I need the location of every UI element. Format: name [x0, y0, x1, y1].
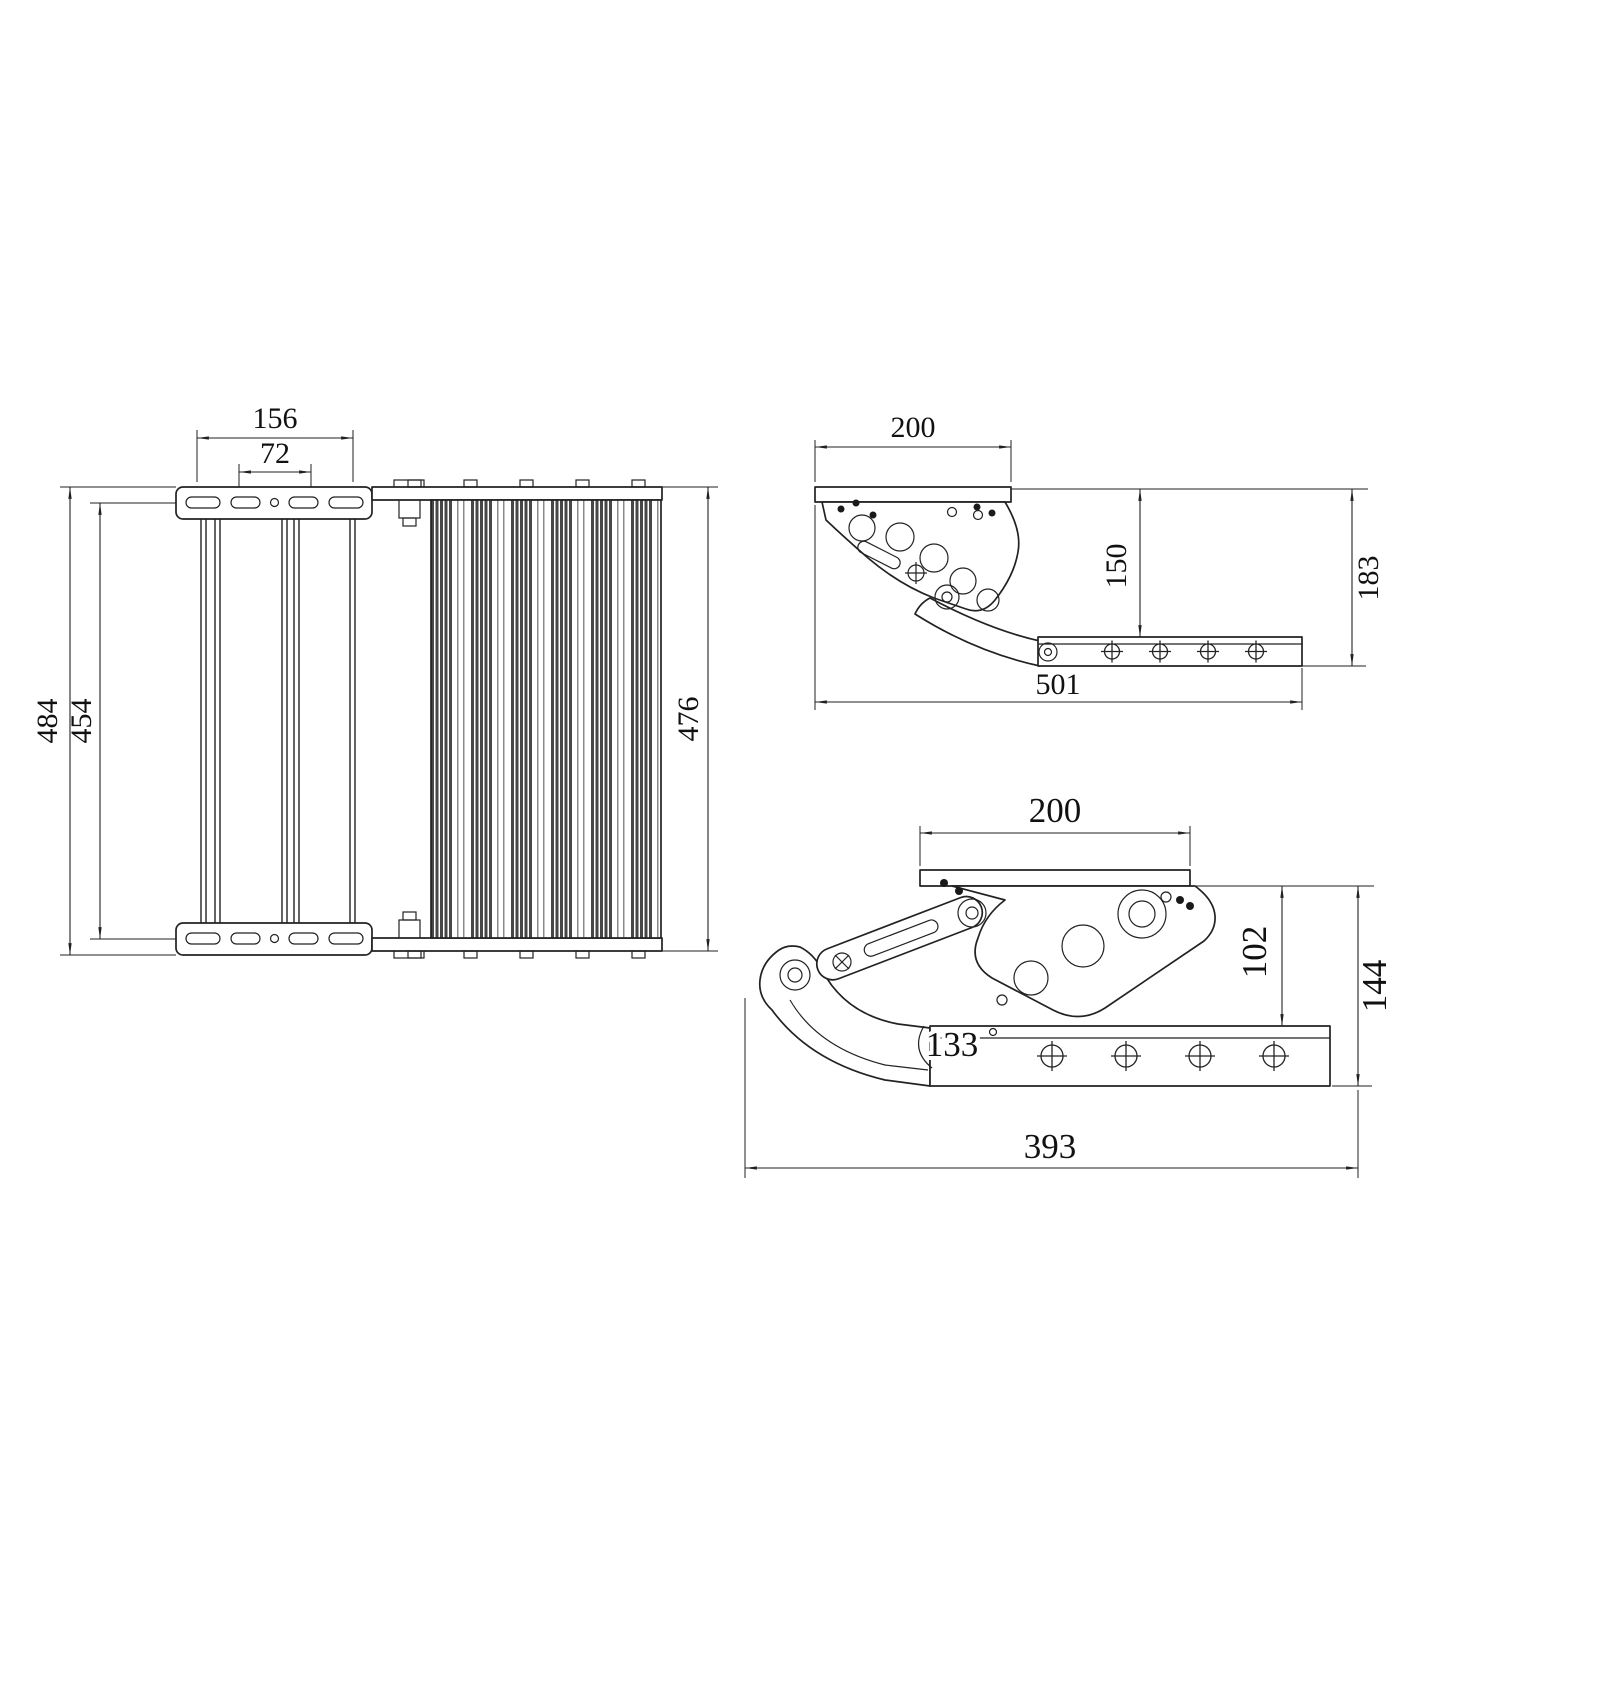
screw-folded-link — [905, 562, 927, 584]
pivot-folded-lower — [1038, 642, 1058, 662]
dim-plan-inner-height: 454 — [65, 699, 98, 744]
dim-extended-overall-length-group: 393 — [744, 998, 1359, 1178]
pivot-folded-upper — [934, 584, 960, 610]
dim-plan-outer-height: 484 — [31, 699, 64, 744]
dim-folded-step-drop: 150 — [1100, 544, 1133, 589]
dim-folded-overall-length: 501 — [1036, 668, 1081, 701]
step-bar-screws-folded — [1101, 640, 1267, 663]
step-rails — [200, 519, 356, 923]
dim-folded-overall-drop-group: 183 — [1302, 489, 1385, 667]
dim-folded-step-drop-group: 150 — [1100, 489, 1142, 637]
bend-arc-detail — [917, 1025, 933, 1069]
dim-extended-step-drop-group: 102 — [1235, 886, 1284, 1026]
dim-plan-inner-width: 72 — [260, 437, 290, 470]
dim-plan-outer-width: 156 — [253, 402, 298, 435]
dim-plan-outer-width-group: 156 — [196, 402, 354, 482]
top-mounting-bracket — [175, 486, 373, 520]
plan-view: 156 72 484 454 476 — [31, 402, 718, 959]
mount-plate-extended — [919, 869, 1191, 887]
lightening-holes-folded — [848, 506, 1000, 612]
tread-surface — [430, 499, 662, 939]
degree-mark — [988, 1027, 998, 1037]
dim-plan-inner-height-group: 454 — [65, 502, 176, 940]
pivot-extended-left — [779, 959, 811, 991]
dim-plan-inner-width-group: 72 — [238, 437, 312, 487]
lightening-holes-extended — [996, 889, 1172, 1006]
step-bar-screws-extended — [1037, 1041, 1289, 1071]
dim-extended-step-drop: 102 — [1235, 926, 1274, 979]
dim-folded-overall-drop: 183 — [1352, 556, 1385, 601]
rivet-dots-folded — [837, 499, 996, 519]
dim-extended-overall-length: 393 — [1024, 1127, 1077, 1166]
dim-extended-overall-drop: 144 — [1355, 960, 1394, 1013]
dim-plan-tread-height: 476 — [672, 697, 705, 742]
hinge-hardware — [393, 479, 425, 959]
dim-plan-tread-height-group: 476 — [662, 486, 718, 952]
slotted-arm-extended — [815, 895, 984, 981]
mount-plate-folded — [814, 486, 1012, 503]
dim-extended-overall-drop-group: 144 — [1332, 886, 1394, 1087]
dim-folded-overall-length-group: 501 — [814, 505, 1303, 710]
dim-plan-outer-height-group: 484 — [31, 486, 176, 956]
adjust-slot-folded — [857, 540, 901, 570]
tread-tabs — [407, 479, 646, 959]
dim-folded-tread-depth: 200 — [891, 411, 936, 444]
pivot-extended-upper — [957, 898, 987, 928]
tread-assembly — [371, 479, 663, 959]
bottom-mounting-bracket — [175, 922, 373, 956]
screw-extended-link — [832, 952, 852, 972]
side-view-folded: 200 150 183 501 — [814, 411, 1385, 710]
lower-arm-folded — [914, 597, 1041, 667]
dim-extended-bend-detail: 133 — [926, 1025, 979, 1064]
linkage-plate-extended — [951, 885, 1216, 1018]
dim-extended-tread-depth-group: 200 — [919, 791, 1191, 866]
dim-extended-tread-depth: 200 — [1029, 791, 1082, 830]
rivet-dots-extended — [940, 879, 1194, 910]
side-view-extended: 200 133 102 144 393 — [744, 791, 1394, 1178]
dim-folded-tread-depth-group: 200 — [814, 411, 1012, 482]
